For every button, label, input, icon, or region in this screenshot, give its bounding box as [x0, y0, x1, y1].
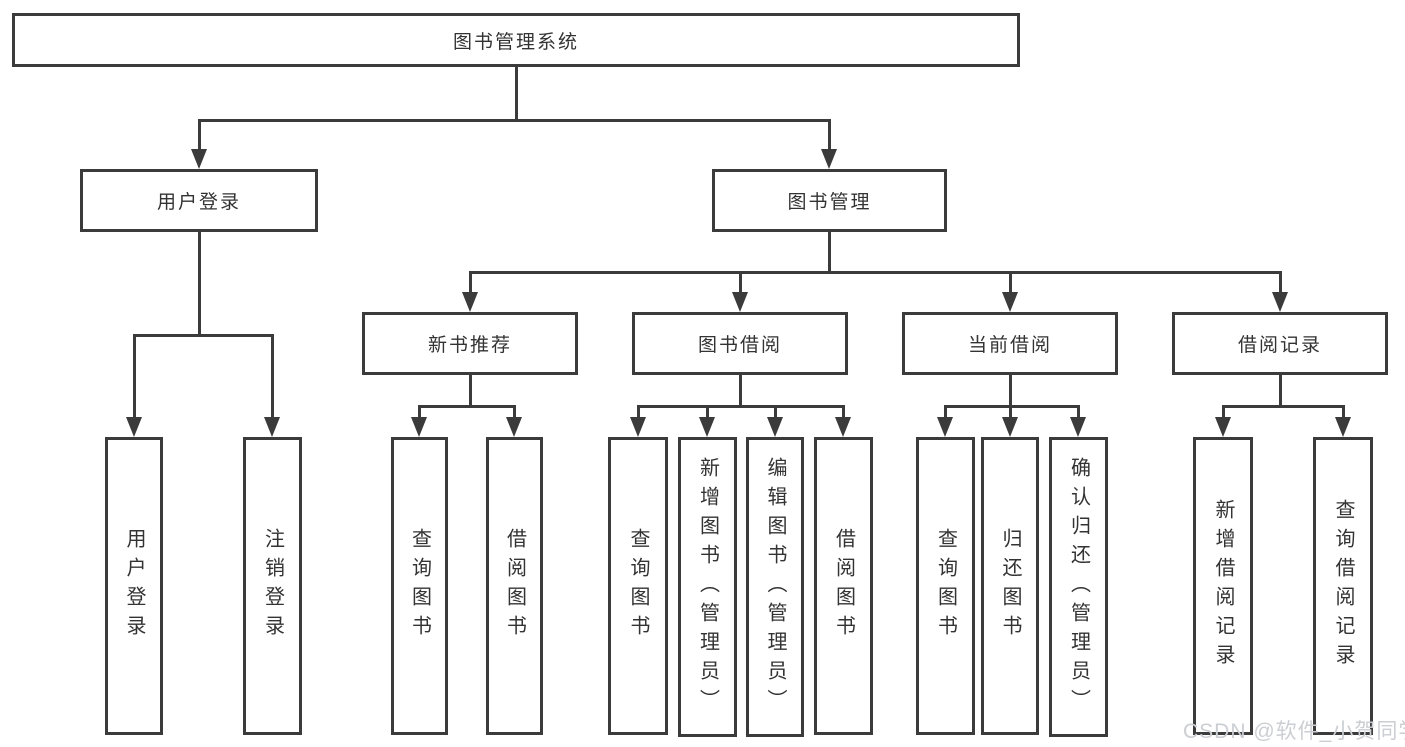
arrow-down-icon	[506, 417, 522, 437]
leaf-user-login: 用户登录	[105, 437, 163, 735]
arrow-down-icon	[462, 292, 478, 312]
arrow-down-icon	[126, 417, 142, 437]
connector-leaf-stem	[133, 334, 136, 420]
arrow-down-icon	[732, 292, 748, 312]
leaf-query-books-recommend: 查询图书	[391, 437, 448, 735]
leaf-query-books-current-label: 查询图书	[934, 528, 957, 644]
leaf-query-books-recommend-label: 查询图书	[408, 528, 431, 644]
connector-group-bar	[1222, 405, 1345, 408]
arrow-down-icon	[821, 149, 837, 169]
leaf-add-borrow-record-label: 新增借阅记录	[1212, 499, 1234, 673]
leaf-query-books-borrowing-label: 查询图书	[627, 528, 649, 644]
connector-group-stem	[739, 375, 742, 408]
arrow-down-icon	[699, 417, 715, 437]
leaf-query-books-borrowing: 查询图书	[608, 437, 668, 735]
connector-book-management-stem	[828, 119, 831, 152]
leaf-logout: 注销登录	[243, 437, 302, 735]
leaf-borrow-books-recommend: 借阅图书	[486, 437, 543, 735]
connector-group-bar	[944, 405, 1080, 408]
watermark: CSDN @软件_小贺同学	[1183, 720, 1405, 743]
connector-leaf-stem	[944, 405, 947, 420]
leaf-borrow-books-borrowing-label: 借阅图书	[832, 528, 855, 644]
connector-group-drop	[469, 271, 472, 295]
connector-leaf-stem	[418, 405, 421, 420]
connector-login-branch-stem	[198, 232, 201, 336]
arrow-down-icon	[1335, 417, 1351, 437]
arrow-down-icon	[264, 417, 280, 437]
leaf-confirm-return-admin: 确认归还（管理员）	[1049, 437, 1108, 737]
leaf-add-books-admin: 新增图书（管理员）	[678, 437, 737, 737]
connector-level3-bar	[469, 271, 1282, 274]
node-borrowing-records: 借阅记录	[1172, 312, 1388, 375]
connector-management-stem	[828, 232, 831, 274]
arrow-down-icon	[1002, 292, 1018, 312]
node-root-label: 图书管理系统	[452, 31, 579, 53]
node-user-login-label: 用户登录	[156, 192, 241, 213]
leaf-logout-label: 注销登录	[261, 528, 284, 644]
node-root: 图书管理系统	[12, 13, 1020, 67]
connector-leaf-stem	[1009, 405, 1012, 420]
connector-group-drop	[1009, 271, 1012, 295]
arrow-down-icon	[630, 417, 646, 437]
connector-leaf-stem	[637, 405, 640, 420]
node-book-borrowing: 图书借阅	[632, 312, 848, 375]
node-book-borrowing-label: 图书借阅	[697, 335, 782, 356]
connector-leaf-stem	[513, 405, 516, 420]
leaf-user-login-label: 用户登录	[123, 528, 145, 644]
node-new-book-recommendation-label: 新书推荐	[427, 335, 512, 356]
leaf-return-books-label: 归还图书	[999, 528, 1021, 644]
connector-level2-bar	[198, 119, 831, 122]
leaf-query-borrow-record: 查询借阅记录	[1313, 437, 1373, 735]
connector-group-bar	[418, 405, 516, 408]
node-book-management: 图书管理	[712, 169, 947, 232]
connector-login-bar	[133, 334, 274, 337]
leaf-add-borrow-record: 新增借阅记录	[1193, 437, 1253, 735]
connector-group-drop	[1279, 271, 1282, 295]
arrow-down-icon	[835, 417, 851, 437]
leaf-borrow-books-recommend-label: 借阅图书	[503, 528, 526, 644]
leaf-query-books-current: 查询图书	[916, 437, 975, 735]
connector-group-stem	[1009, 375, 1012, 408]
leaf-edit-books-admin: 编辑图书（管理员）	[746, 437, 804, 737]
leaf-return-books: 归还图书	[981, 437, 1039, 735]
connector-group-drop	[739, 271, 742, 295]
node-book-management-label: 图书管理	[787, 192, 872, 213]
arrow-down-icon	[411, 417, 427, 437]
leaf-add-books-admin-label: 新增图书（管理员）	[696, 456, 719, 718]
arrow-down-icon	[1070, 417, 1086, 437]
arrow-down-icon	[191, 149, 207, 169]
node-current-borrowing: 当前借阅	[902, 312, 1118, 375]
arrow-down-icon	[1215, 417, 1231, 437]
arrow-down-icon	[1272, 292, 1288, 312]
leaf-query-borrow-record-label: 查询借阅记录	[1332, 499, 1354, 673]
connector-leaf-stem	[1222, 405, 1225, 420]
connector-leaf-stem	[1342, 405, 1345, 420]
connector-group-stem	[469, 375, 472, 408]
connector-leaf-stem	[271, 334, 274, 420]
node-new-book-recommendation: 新书推荐	[362, 312, 578, 375]
connector-root-stem	[515, 67, 518, 121]
leaf-confirm-return-admin-label: 确认归还（管理员）	[1067, 456, 1090, 718]
node-user-login: 用户登录	[80, 169, 318, 232]
arrow-down-icon	[767, 417, 783, 437]
connector-user-login-stem	[198, 119, 201, 152]
connector-leaf-stem	[1077, 405, 1080, 420]
node-borrowing-records-label: 借阅记录	[1237, 335, 1322, 356]
connector-leaf-stem	[774, 405, 777, 420]
connector-group-bar	[637, 405, 845, 408]
node-current-borrowing-label: 当前借阅	[967, 335, 1052, 356]
connector-group-stem	[1279, 375, 1282, 408]
connector-leaf-stem	[706, 405, 709, 420]
leaf-edit-books-admin-label: 编辑图书（管理员）	[764, 456, 786, 718]
arrow-down-icon	[937, 417, 953, 437]
leaf-borrow-books-borrowing: 借阅图书	[814, 437, 873, 735]
arrow-down-icon	[1002, 417, 1018, 437]
connector-leaf-stem	[842, 405, 845, 420]
